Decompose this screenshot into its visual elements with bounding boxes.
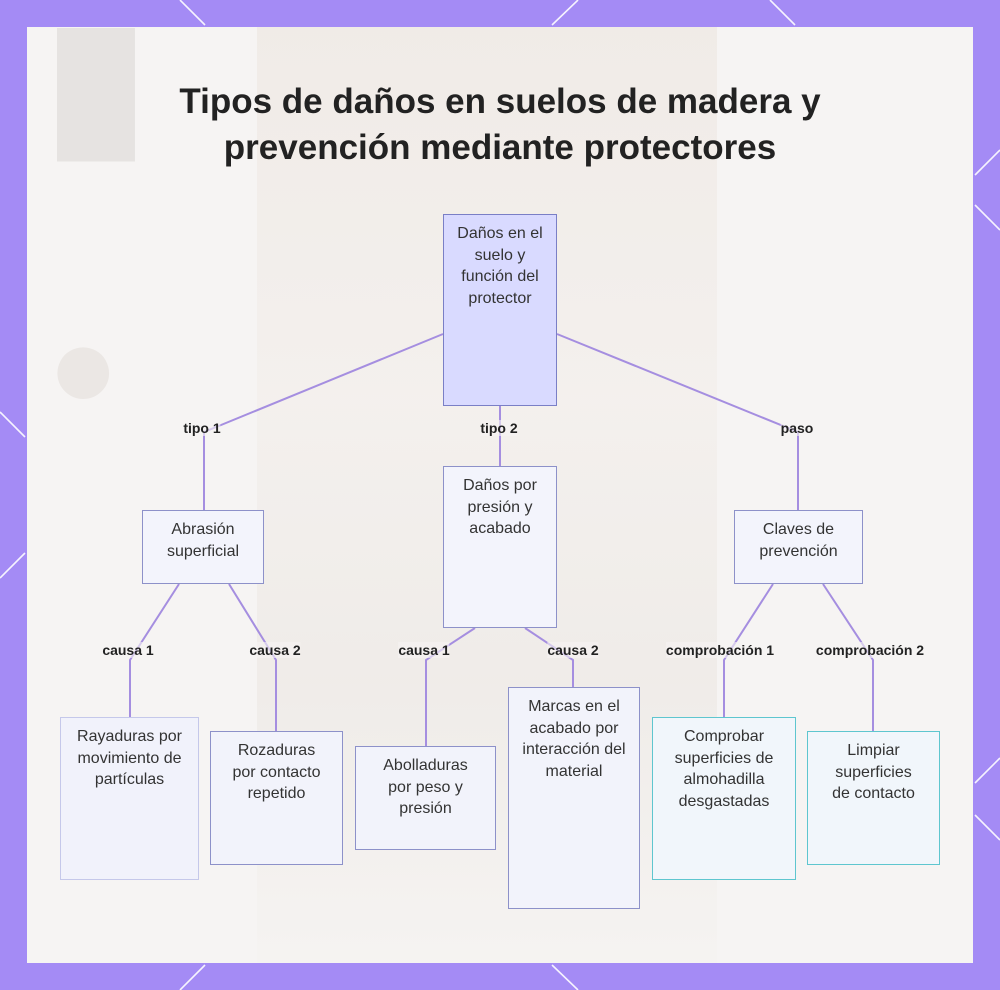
edge-root-abrasion	[204, 334, 443, 510]
edge-root-claves	[557, 334, 798, 510]
edge-label-paso: paso	[781, 420, 814, 436]
edge-label-causa2-presion: causa 2	[547, 642, 598, 658]
node-rayaduras: Rayaduras por movimiento de partículas	[60, 717, 199, 880]
node-comprobar: Comprobar superficies de almohadilla des…	[652, 717, 796, 880]
node-abrasion: Abrasión superficial	[142, 510, 264, 584]
edge-label-causa1-abrasion: causa 1	[102, 642, 153, 658]
node-root: Daños en el suelo y función del protecto…	[443, 214, 557, 406]
node-rozaduras: Rozaduras por contacto repetido	[210, 731, 343, 865]
node-claves: Claves de prevención	[734, 510, 863, 584]
edge-label-causa1-presion: causa 1	[398, 642, 449, 658]
edge-label-causa2-abrasion: causa 2	[249, 642, 300, 658]
node-limpiar: Limpiar superficies de contacto	[807, 731, 940, 865]
edge-label-tipo2: tipo 2	[480, 420, 517, 436]
edge-label-tipo1: tipo 1	[183, 420, 220, 436]
node-marcas: Marcas en el acabado por interacción del…	[508, 687, 640, 909]
edge-label-comprobacion1: comprobación 1	[666, 642, 774, 658]
node-abolladuras: Abolladuras por peso y presión	[355, 746, 496, 850]
diagram-panel: █ ● Tipos de daños en suelos de madera y…	[27, 27, 973, 963]
edge-label-comprobacion2: comprobación 2	[816, 642, 924, 658]
node-presion: Daños por presión y acabado	[443, 466, 557, 628]
